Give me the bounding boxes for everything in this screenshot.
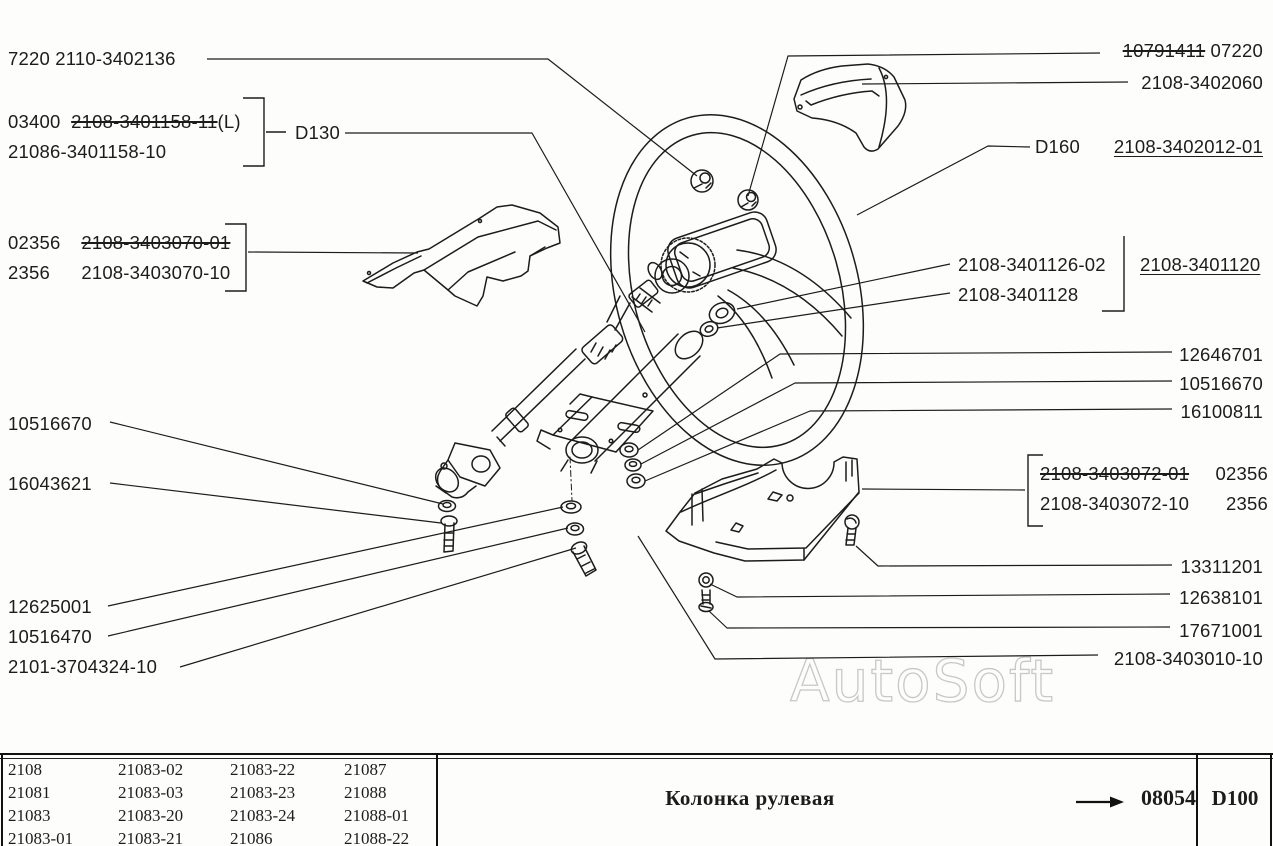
callout-bolt-16100811: 16100811 <box>1180 401 1263 422</box>
model-cell: 21083-02 <box>118 760 184 779</box>
part-suffix: (L) <box>217 111 241 132</box>
model-cell: 21086 <box>230 829 273 846</box>
callout-upper-shroud-1: 02356 2108-3403070-01 <box>8 232 230 253</box>
footer-divider-1 <box>436 755 438 846</box>
footer-left-edge <box>1 753 3 846</box>
callout-bolt-16043621: 16043621 <box>8 473 92 494</box>
footer-right-edge <box>1270 753 1272 846</box>
callout-nut-10516670-2: 10516670 <box>1179 373 1263 394</box>
bearing-drawing <box>699 301 736 338</box>
universal-joint-drawing <box>434 442 501 499</box>
footer-divider-2 <box>1196 755 1198 846</box>
wheel-nut-drawing <box>690 169 759 211</box>
model-cell: 21087 <box>344 760 387 779</box>
sheet-code: 08054 <box>1141 785 1196 810</box>
footer-strip <box>0 753 1273 846</box>
model-cell: 21083-22 <box>230 760 296 779</box>
steering-wheel-drawing <box>609 113 865 467</box>
part-number: 2108-3403072-10 <box>1040 493 1190 514</box>
callout-bolt-2101-3704324: 2101-3704324-10 <box>8 656 158 677</box>
upper-shroud-drawing <box>362 204 561 307</box>
lower-shroud-drawing <box>665 456 860 562</box>
callout-steering-wheel: 2108-3402012-01 <box>1113 136 1263 157</box>
callout-nut-10516670: 10516670 <box>8 413 92 434</box>
superseded-part-number: 2108-3403070-01 <box>81 232 231 253</box>
callout-shaft-code-2: 21086-3401158-10 <box>8 141 167 162</box>
callout-nut-10516470: 10516470 <box>8 626 92 647</box>
callout-brackets <box>225 97 1125 527</box>
column-tube-drawing <box>572 330 704 462</box>
ignition-switch-drawing <box>647 211 777 294</box>
leader-lines <box>107 52 1173 668</box>
callout-washer-12646701: 12646701 <box>1179 344 1263 365</box>
switch-cover-drawing <box>793 63 907 152</box>
applicability-code: 03400 <box>8 111 61 132</box>
model-cell: 21083-03 <box>118 783 184 802</box>
callout-lower-shroud-group: 2108-3403072-01 02356 2108-3403072-10 23… <box>1040 463 1268 514</box>
applicability-code: 2356 <box>1226 493 1268 514</box>
model-cell: 21081 <box>8 783 51 802</box>
shaft-fasteners-drawing <box>560 456 597 577</box>
sheet-title: Колонка рулевая <box>665 786 835 810</box>
superseded-part-number: 2108-3401158-11 <box>71 111 218 132</box>
model-cell: 21083-01 <box>8 829 74 846</box>
model-cell: 21083-24 <box>230 806 296 825</box>
applicability-code: 2356 <box>8 262 50 283</box>
model-cell: 21083 <box>8 806 51 825</box>
applicability-code: 02356 <box>1215 463 1268 484</box>
page-ref: D100 <box>1211 786 1259 810</box>
superseded-part-number: 10791411 <box>1122 40 1206 61</box>
model-cell: 21088-22 <box>344 829 410 846</box>
callout-wheel-nut-right: 10791411 07220 <box>1123 40 1263 61</box>
callout-upper-shroud-2: 2356 2108-3403070-10 <box>8 262 230 283</box>
callout-screw-13311201: 13311201 <box>1180 556 1263 577</box>
model-cell: 21083-21 <box>118 829 184 846</box>
model-cell: 21083-20 <box>118 806 184 825</box>
model-cell: 21088-01 <box>344 806 410 825</box>
sheet-arrow-icon <box>1076 795 1124 814</box>
model-cell: 21083-23 <box>230 783 296 802</box>
steering-shaft-drawing <box>491 279 661 447</box>
callout-lower-shroud: 2108-3403010-10 <box>1113 648 1263 669</box>
callout-ref-d160: D160 <box>1035 136 1081 157</box>
applicability-code: 02356 <box>8 232 61 253</box>
callout-screw-17671001: 17671001 <box>1179 620 1263 641</box>
joint-bolt-drawing <box>437 499 458 553</box>
applicability-code: 07220 <box>1210 40 1263 61</box>
callout-washer-12625001: 12625001 <box>8 596 92 617</box>
callout-nut-12638101: 12638101 <box>1179 587 1263 608</box>
callout-ref-d130: D130 <box>295 122 341 143</box>
part-number: 2108-3403070-10 <box>81 262 231 283</box>
bracket-fasteners-drawing <box>619 442 646 489</box>
callout-column-assembly: 2108-3401120 <box>1140 254 1261 275</box>
model-cell: 2108 <box>8 760 42 779</box>
callout-wheel-nut-left: 7220 2110-3402136 <box>8 48 176 69</box>
superseded-part-number: 2108-3403072-01 <box>1040 463 1190 484</box>
footer-inner-rule <box>0 758 1273 759</box>
callout-switch-cover: 2108-3402060 <box>1141 72 1263 93</box>
model-cell: 21088 <box>344 783 387 802</box>
callout-shaft-code-1: 03400 2108-3401158-11(L) <box>8 111 241 132</box>
callout-bearing: 2108-3401126-02 <box>958 254 1106 275</box>
mounting-bracket-drawing <box>536 393 654 474</box>
callout-shaft-nut: 2108-3401128 <box>958 284 1079 305</box>
tray-fasteners-drawing <box>698 514 860 613</box>
